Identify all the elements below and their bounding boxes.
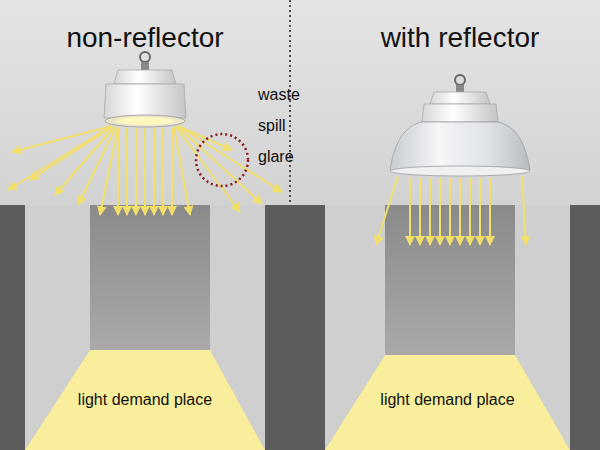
light-ray <box>126 128 128 215</box>
left-corridor <box>0 205 290 450</box>
light-area: light demand place <box>25 350 265 450</box>
light-ray <box>135 128 137 215</box>
lamp-no-reflector <box>104 52 186 127</box>
light-rays <box>8 126 526 245</box>
light-ray <box>429 178 431 245</box>
light-area-fill <box>25 350 265 450</box>
light-ray <box>439 178 441 245</box>
note-label: spill <box>258 117 286 135</box>
right-corridor <box>290 205 600 450</box>
light-area: light demand place <box>325 355 570 450</box>
light-ray <box>419 178 421 245</box>
light-ray <box>144 128 146 215</box>
light-ray <box>117 128 119 215</box>
light-ray <box>178 126 232 150</box>
light-ray <box>449 178 451 245</box>
area-label: light demand place <box>325 391 570 409</box>
light-ray <box>176 127 240 212</box>
area-label: light demand place <box>25 391 265 409</box>
light-area-fill <box>325 355 570 450</box>
light-ray <box>171 128 173 215</box>
light-ray <box>489 178 491 245</box>
light-ray <box>376 176 398 245</box>
lamp-with-reflector <box>390 75 530 176</box>
light-ray <box>409 178 411 245</box>
light-ray <box>8 127 110 190</box>
heading: with reflector <box>381 22 540 54</box>
glare-circle <box>196 134 248 186</box>
light-ray <box>12 126 112 152</box>
light-ray <box>178 127 262 204</box>
light-ray <box>459 178 461 245</box>
light-ray <box>153 128 155 215</box>
light-ray <box>174 127 190 215</box>
light-ray <box>479 178 481 245</box>
light-ray <box>100 127 118 215</box>
heading: non-reflector <box>66 22 223 54</box>
note-label: waste <box>258 86 300 104</box>
light-ray <box>55 127 114 195</box>
light-ray <box>30 127 112 180</box>
note-label: glare <box>258 148 294 166</box>
light-ray <box>522 176 526 245</box>
light-ray <box>162 128 164 215</box>
light-ray <box>469 178 471 245</box>
